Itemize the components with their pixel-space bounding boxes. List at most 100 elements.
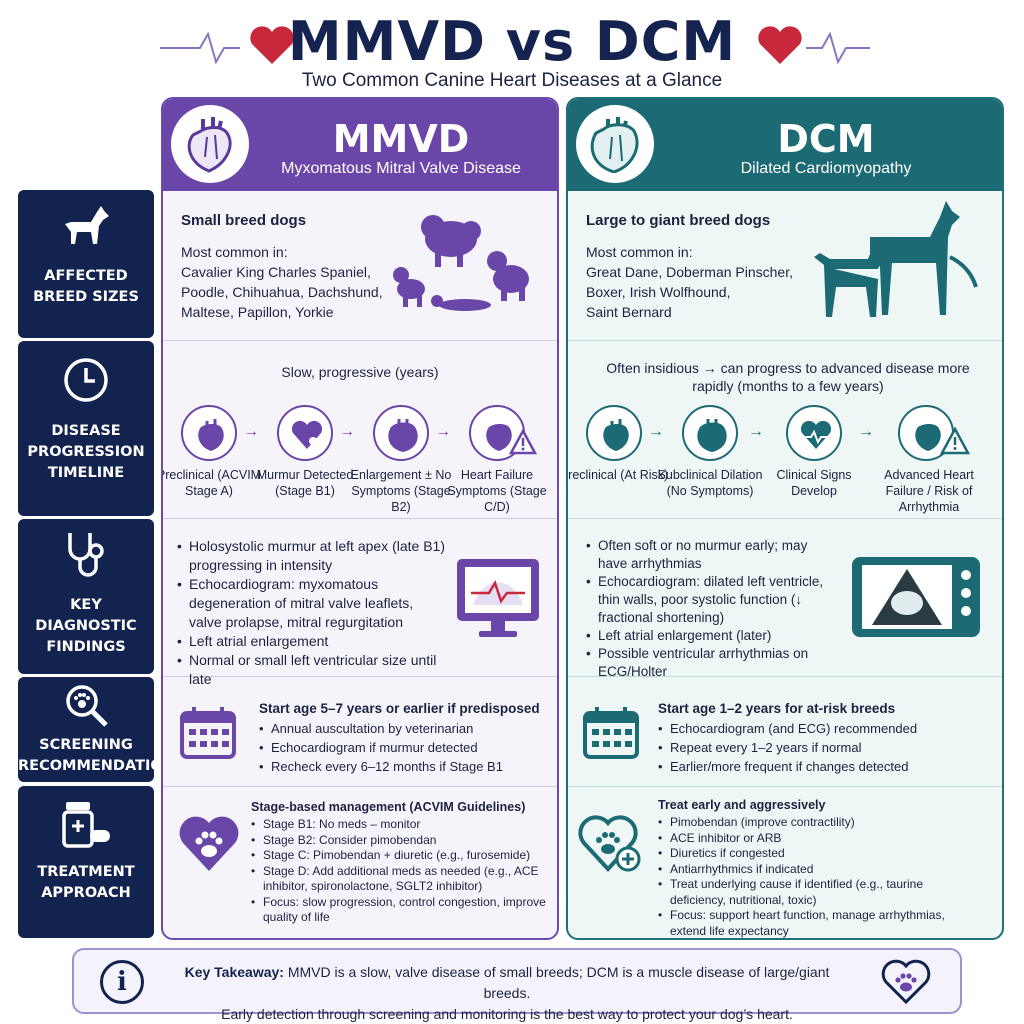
list-item: Left atrial enlargement (later): [586, 627, 838, 645]
list-item: Recheck every 6–12 months if Stage B1: [259, 757, 549, 776]
mmvd-heart-badge: [171, 105, 249, 183]
mmvd-breed-line-2: Poodle, Chihuahua, Dachshund,: [181, 284, 383, 300]
list-item: Left atrial enlargement: [177, 632, 447, 651]
mmvd-breed-line-1: Cavalier King Charles Spaniel,: [181, 264, 371, 280]
dcm-timeline-caption: Often insidious → can progress to advanc…: [606, 360, 970, 394]
dcm-stage-1-icon: [586, 405, 642, 461]
key-takeaway-line-1: MMVD is a slow, valve disease of small b…: [287, 964, 830, 1001]
mmvd-stage-4-label: Heart Failure Symptoms (Stage C/D): [447, 468, 547, 514]
mmvd-breed-title: Small breed dogs: [181, 212, 307, 229]
list-item: Pimobendan (improve contractility): [658, 815, 978, 831]
dcm-breed-section: Large to giant breed dogs Most common in…: [568, 191, 1002, 341]
dcm-stage-1-label: Preclinical (At Risk): [566, 468, 669, 482]
mmvd-diagnostic-list: Holosystolic murmur at left apex (late B…: [177, 537, 447, 689]
dcm-arrow-1: →: [648, 423, 664, 440]
list-item: Echocardiogram (and ECG) recommended: [658, 719, 988, 738]
dcm-screening-section: Start age 1–2 years for at-risk breeds E…: [568, 677, 1002, 787]
dcm-stage-4-label: Advanced Heart Failure / Risk of Arrhyth…: [884, 468, 974, 514]
mmvd-arrow-3: →: [435, 423, 451, 440]
small-dogs-illustration: [393, 215, 529, 311]
mmvd-stage-1-label: Preclinical (ACVIM Stage A): [161, 468, 262, 498]
dcm-breed-line-3: Saint Bernard: [586, 304, 672, 320]
dcm-heart-badge: [576, 105, 654, 183]
list-item: Echocardiogram if murmur detected: [259, 738, 549, 757]
warning-icon: [940, 427, 970, 455]
paw-magnifier-icon: [66, 685, 108, 727]
paw-heart-outline-icon: [881, 959, 931, 1005]
mmvd-column: MMVD Myxomatous Mitral Valve Disease Sma…: [161, 97, 559, 940]
list-item: Stage C: Pimobendan + diuretic (e.g., fu…: [251, 848, 553, 864]
mmvd-timeline-caption: Slow, progressive (years): [281, 364, 439, 380]
paw-heart-plus-icon: [578, 815, 641, 872]
mmvd-arrow-2: →: [339, 423, 355, 440]
dcm-breed-line-2: Boxer, Irish Wolfhound,: [586, 284, 731, 300]
dcm-diagnostic-section: Often soft or no murmur early; may have …: [568, 519, 1002, 679]
list-item: Stage D: Add additional meds as needed (…: [251, 864, 553, 895]
mmvd-full-name: Myxomatous Mitral Valve Disease: [281, 160, 521, 177]
dcm-stage-3-icon: [786, 405, 842, 461]
list-item: Stage B2: Consider pimobendan: [251, 833, 553, 849]
mmvd-treatment-title: Stage-based management (ACVIM Guidelines…: [251, 800, 526, 814]
page-subtitle: Two Common Canine Heart Diseases at a Gl…: [301, 70, 723, 91]
dcm-treatment-list: Pimobendan (improve contractility) ACE i…: [658, 815, 978, 938]
key-takeaway-box: i Key Takeaway: MMVD is a slow, valve di…: [72, 948, 962, 1022]
dcm-timeline-section: Often insidious → can progress to advanc…: [568, 341, 1002, 519]
list-item: Possible ventricular arrhythmias on ECG/…: [586, 645, 838, 681]
dcm-full-name: Dilated Cardiomyopathy: [740, 160, 912, 177]
dcm-arrow-3: →: [858, 423, 874, 440]
mmvd-stage-2-label: Murmur Detected (Stage B1): [256, 468, 354, 498]
heartbeat-heart-icon-left: [160, 26, 294, 65]
key-takeaway-line-2: Early detection through screening and mo…: [221, 1006, 793, 1022]
dcm-breed-line-1: Great Dane, Doberman Pinscher,: [586, 264, 793, 280]
calendar-icon: [583, 707, 639, 759]
large-dogs-illustration: [814, 201, 978, 317]
mmvd-treatment-list: Stage B1: No meds – monitor Stage B2: Co…: [251, 817, 553, 926]
dcm-stage-3-label: Clinical Signs Develop: [776, 468, 852, 498]
mmvd-header: MMVD Myxomatous Mitral Valve Disease: [163, 99, 557, 191]
list-item: Stage B1: No meds – monitor: [251, 817, 553, 833]
dcm-breed-title: Large to giant breed dogs: [586, 212, 771, 229]
list-item: ACE inhibitor or ARB: [658, 831, 978, 847]
info-icon: i: [100, 960, 144, 1004]
mmvd-title: MMVD: [332, 117, 470, 161]
mmvd-stage-3-label: Enlargement ± No Symptoms (Stage B2): [350, 468, 452, 514]
dcm-diagnostic-list: Often soft or no murmur early; may have …: [586, 537, 838, 681]
list-item: Antiarrhythmics if indicated: [658, 862, 978, 878]
dcm-title: DCM: [777, 117, 875, 161]
dcm-arrow-2: →: [748, 423, 764, 440]
list-item: Echocardiogram: dilated left ventricle, …: [586, 573, 838, 627]
echo-monitor-icon: [457, 559, 539, 637]
mmvd-screening-section: Start age 5–7 years or earlier if predis…: [163, 677, 557, 787]
mmvd-arrow-1: →: [243, 423, 259, 440]
mmvd-screening-title: Start age 5–7 years or earlier if predis…: [259, 701, 540, 716]
dcm-stage-2-icon: [682, 405, 738, 461]
dog-icon: [65, 206, 109, 244]
anatomical-heart-icon: [590, 117, 639, 173]
mmvd-timeline-section: Slow, progressive (years) → → → Preclini…: [163, 341, 557, 519]
page-title: MMVD vs DCM: [287, 10, 737, 73]
mmvd-breed-intro: Most common in:: [181, 244, 288, 260]
clock-icon: [64, 358, 108, 402]
mmvd-treatment-section: Stage-based management (ACVIM Guidelines…: [163, 787, 557, 938]
dcm-breed-intro: Most common in:: [586, 244, 693, 260]
dcm-column: DCM Dilated Cardiomyopathy Large to gian…: [566, 97, 1004, 940]
list-item: Focus: support heart function, manage ar…: [658, 908, 978, 938]
warning-icon: [509, 429, 537, 455]
list-item: Echocardiogram: myxomatous degeneration …: [177, 575, 447, 632]
key-takeaway-text: Key Takeaway: MMVD is a slow, valve dise…: [164, 962, 850, 1024]
dcm-treatment-section: Treat early and aggressively Pimobendan …: [568, 787, 1002, 938]
list-item: Earlier/more frequent if changes detecte…: [658, 757, 988, 776]
mmvd-stage-3-icon: [373, 405, 429, 461]
dcm-header: DCM Dilated Cardiomyopathy: [568, 99, 1002, 191]
paw-heart-icon: [179, 816, 239, 871]
